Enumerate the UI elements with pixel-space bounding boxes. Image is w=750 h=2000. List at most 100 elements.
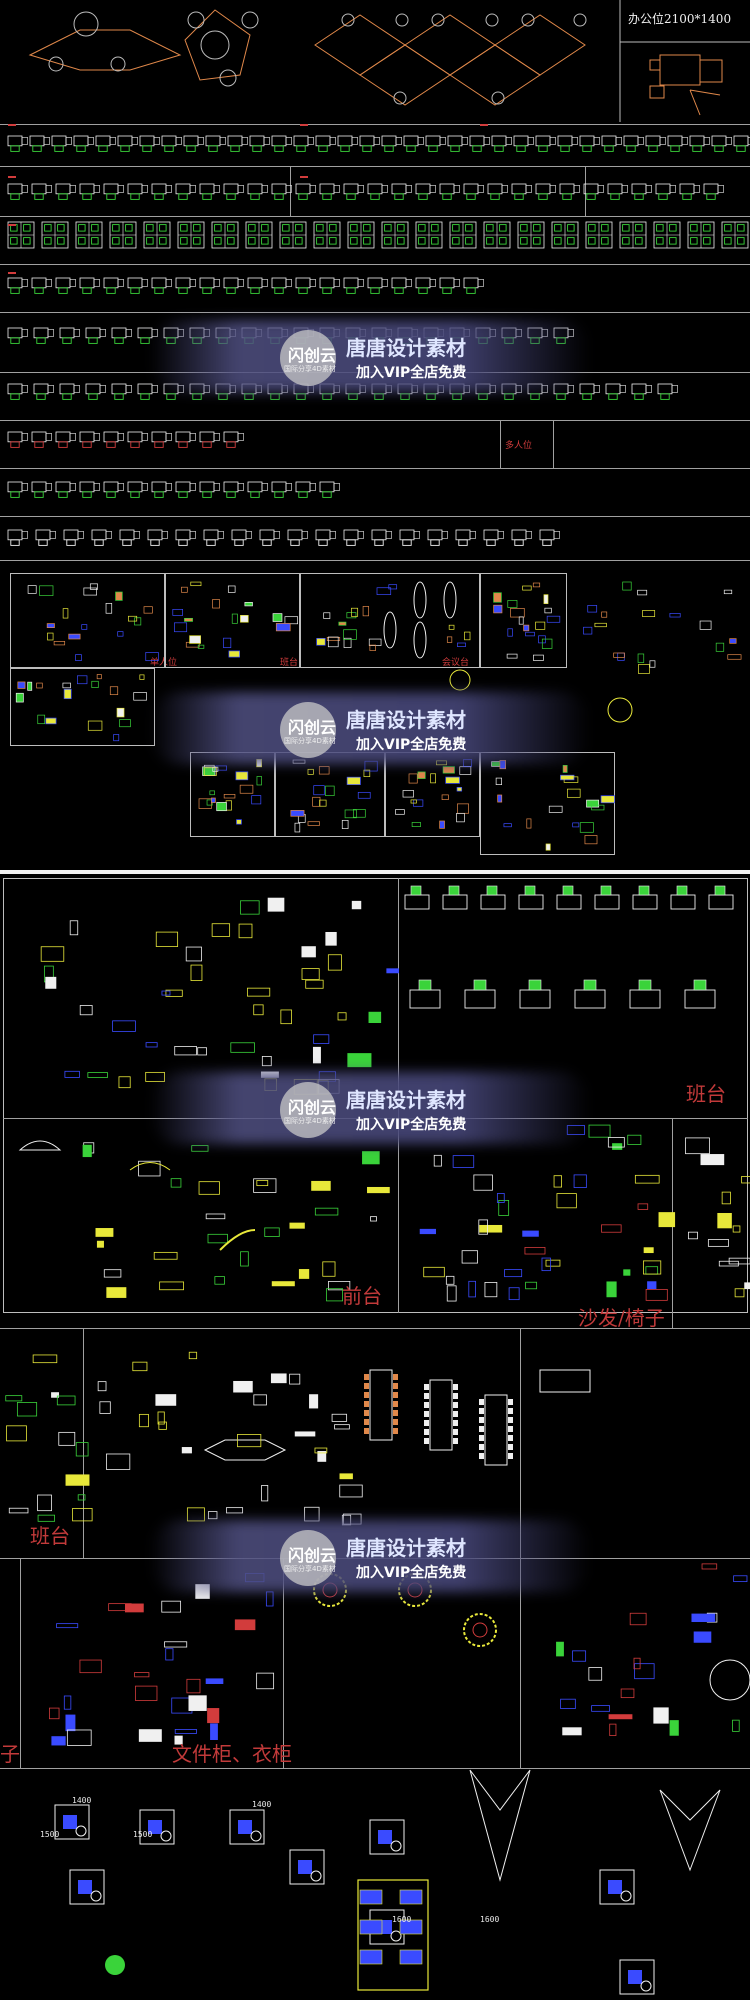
chair-glyph <box>424 1429 429 1435</box>
chair-glyph <box>63 1815 77 1829</box>
furniture-glyph <box>721 1191 731 1205</box>
furniture-glyph <box>524 1247 546 1255</box>
furniture-glyph <box>236 819 242 825</box>
furniture-glyph <box>634 1174 660 1184</box>
furniture-glyph <box>633 1657 641 1670</box>
furniture-glyph <box>96 1240 104 1248</box>
boss-desk-glyph <box>632 894 658 910</box>
sheet-separator <box>0 870 750 874</box>
furniture-glyph <box>227 585 236 593</box>
furniture-glyph <box>508 1287 520 1301</box>
desk-glyph <box>199 277 220 294</box>
watermark: 闪创云 国际分享4D素材 唐唐设计素材 加入VIP全店免费 <box>150 320 590 392</box>
furniture-glyph <box>507 628 513 637</box>
furniture-glyph <box>388 584 398 590</box>
desk-glyph <box>231 529 252 546</box>
divider <box>0 516 750 517</box>
furniture-glyph <box>226 1507 244 1514</box>
workstation-glyph <box>359 1919 383 1935</box>
furniture-glyph <box>433 1154 442 1167</box>
desk-glyph <box>51 135 72 152</box>
furniture-glyph <box>75 654 82 661</box>
boss-desk-glyph <box>480 894 506 910</box>
furniture-glyph <box>448 624 455 630</box>
desk-glyph <box>151 277 172 294</box>
furniture-glyph <box>256 1180 269 1187</box>
boss-desk-glyph <box>464 989 496 1009</box>
chair-glyph <box>393 1419 398 1425</box>
furniture-glyph <box>237 1434 262 1448</box>
desk-glyph <box>91 529 112 546</box>
furniture-glyph <box>155 931 179 947</box>
furniture-glyph <box>97 1381 107 1392</box>
furniture-glyph <box>138 1160 161 1177</box>
furniture-glyph <box>253 1394 267 1406</box>
furniture-glyph <box>638 664 650 674</box>
furniture-glyph <box>687 1231 698 1240</box>
furniture-glyph <box>484 1282 498 1298</box>
desk-glyph <box>511 529 532 546</box>
furniture-glyph <box>164 1641 188 1648</box>
desk-glyph <box>319 183 340 200</box>
watermark-title: 唐唐设计素材 <box>346 1536 466 1560</box>
cluster-glyph <box>245 221 273 249</box>
cluster-glyph <box>177 221 205 249</box>
desk-glyph <box>733 135 750 152</box>
dimension-label: 1600 <box>480 1915 500 1924</box>
furniture-glyph <box>649 660 656 668</box>
desk-glyph <box>137 327 158 344</box>
desk-glyph <box>359 135 380 152</box>
divider <box>500 420 501 468</box>
furniture-glyph <box>423 1266 445 1278</box>
furniture-glyph <box>717 1212 732 1229</box>
desk-glyph <box>583 183 604 200</box>
chair-glyph <box>676 885 688 896</box>
furniture-glyph <box>325 931 337 946</box>
chair-glyph <box>473 979 487 991</box>
furniture-glyph <box>728 1257 750 1265</box>
furniture-glyph <box>190 964 203 981</box>
furniture-glyph <box>357 791 371 799</box>
desk-glyph <box>55 481 76 498</box>
furniture-glyph <box>562 765 568 773</box>
chair-glyph <box>486 885 498 896</box>
desk-glyph <box>7 327 28 344</box>
furniture-glyph <box>523 624 530 632</box>
desk-glyph <box>29 135 50 152</box>
desk-glyph <box>399 529 420 546</box>
furniture-glyph <box>417 771 426 779</box>
watermark-subtitle: 加入VIP全店免费 <box>356 365 467 381</box>
furniture-glyph <box>343 637 352 648</box>
desk-glyph <box>139 135 160 152</box>
round-table-glyph <box>607 697 633 723</box>
furniture-glyph <box>27 585 37 594</box>
desk-glyph <box>623 135 644 152</box>
furniture-glyph <box>594 622 607 628</box>
desk-glyph <box>463 183 484 200</box>
desk-glyph <box>579 135 600 152</box>
y-station-glyph <box>469 1769 531 1882</box>
furniture-glyph <box>727 654 742 660</box>
furniture-glyph <box>309 1394 319 1409</box>
section-label-boss-desk: 班台 <box>686 1082 726 1106</box>
round-table-glyph <box>463 1613 497 1647</box>
desk-glyph <box>319 481 340 498</box>
furniture-glyph <box>81 624 88 630</box>
furniture-glyph <box>732 1225 741 1233</box>
chair-glyph <box>508 1417 513 1423</box>
furniture-glyph <box>452 1155 475 1168</box>
chair-glyph <box>693 979 707 991</box>
chair-glyph <box>453 1402 458 1408</box>
chair-glyph <box>453 1438 458 1444</box>
chair-glyph <box>479 1453 484 1459</box>
furniture-glyph <box>184 617 193 622</box>
furniture-glyph <box>327 954 342 971</box>
furniture-glyph <box>116 707 125 718</box>
furniture-glyph <box>312 1046 321 1064</box>
furniture-glyph <box>496 1193 505 1203</box>
desk-glyph <box>175 431 196 448</box>
chair-glyph <box>364 1419 369 1425</box>
desk-glyph <box>447 135 468 152</box>
furniture-glyph <box>658 1212 676 1228</box>
furniture-glyph <box>691 1613 716 1623</box>
